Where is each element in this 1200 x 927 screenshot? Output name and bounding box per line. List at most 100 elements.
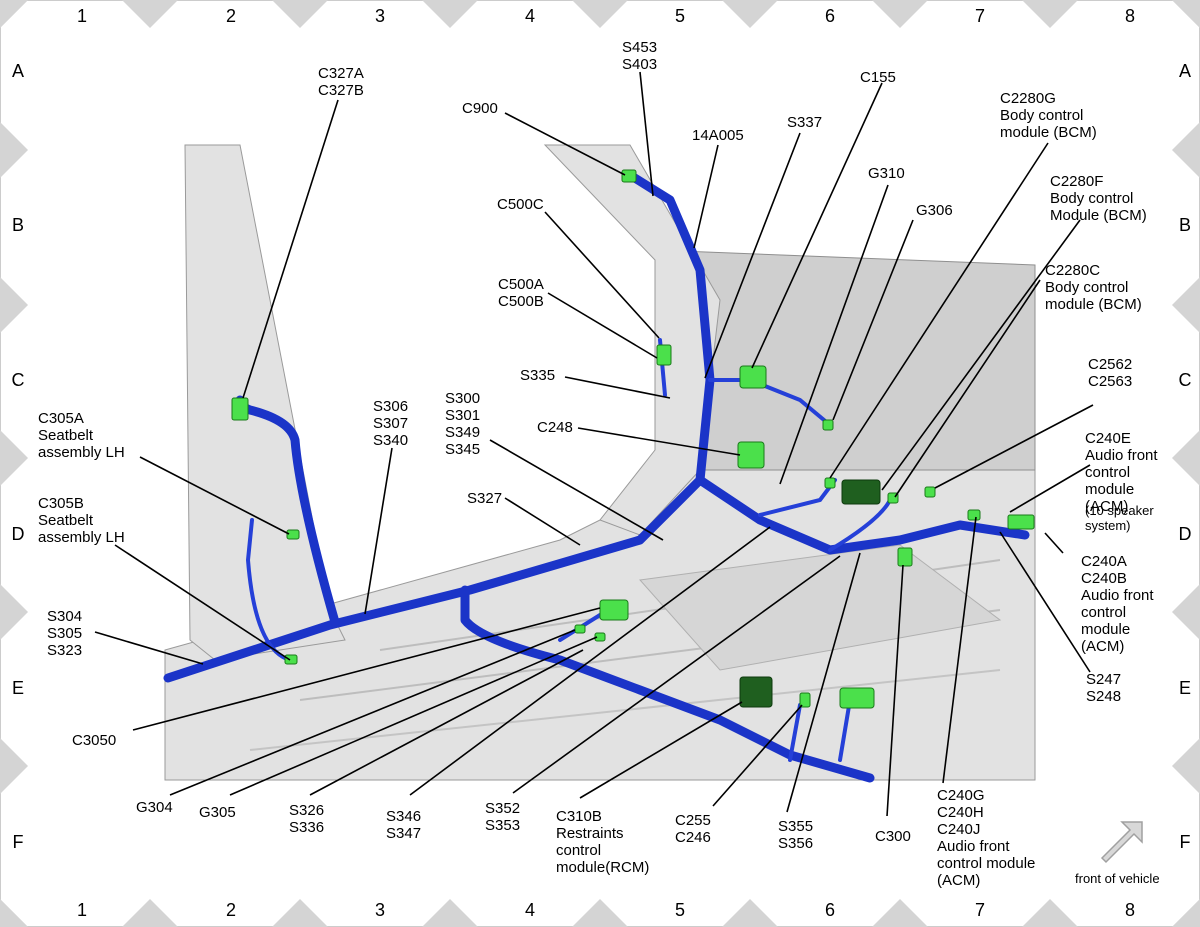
connector-c300 bbox=[897, 547, 913, 567]
grid-column-labels-top: 1 2 3 4 5 6 7 8 bbox=[77, 6, 1135, 26]
connectors bbox=[231, 169, 1035, 709]
label-s346: S346 S347 bbox=[386, 808, 425, 842]
grid-row-d-left: D bbox=[12, 524, 25, 544]
grid-row-c-left: C bbox=[12, 370, 25, 390]
label-c255: C255 C246 bbox=[675, 812, 715, 846]
label-c305b: C305B Seatbelt assembly LH bbox=[38, 495, 125, 546]
grid-row-b-left: B bbox=[12, 215, 24, 235]
grid-marker-left-0 bbox=[0, 0, 28, 28]
connector-c327 bbox=[231, 397, 249, 421]
grid-marker-left-6 bbox=[0, 899, 28, 927]
front-of-vehicle-arrow: front of vehicle bbox=[1075, 821, 1160, 886]
grid-col-7-bottom: 7 bbox=[975, 900, 985, 920]
grid-column-labels-bottom: 1 2 3 4 5 6 7 8 bbox=[77, 900, 1135, 920]
grid-marker-bottom-6 bbox=[872, 899, 928, 927]
label-c240a: C240A C240B Audio front control module (… bbox=[1081, 553, 1158, 655]
connector-g310 bbox=[822, 419, 834, 431]
grid-col-4-top: 4 bbox=[525, 6, 535, 26]
grid-row-c-right: C bbox=[1179, 370, 1192, 390]
label-c248: C248 bbox=[537, 419, 573, 436]
label-c900: C900 bbox=[462, 100, 498, 117]
connector-c248 bbox=[737, 441, 765, 469]
label-c500a: C500A C500B bbox=[498, 276, 547, 310]
grid-col-8-top: 8 bbox=[1125, 6, 1135, 26]
grid-marker-top-1 bbox=[122, 0, 178, 28]
grid-row-labels-right: A B C D E F bbox=[1179, 61, 1192, 852]
grid-row-f-left: F bbox=[13, 832, 24, 852]
grid-marker-top-3 bbox=[422, 0, 478, 28]
c-pillar-center bbox=[543, 144, 721, 536]
floor-pan-recess bbox=[639, 544, 1002, 671]
leader-lines bbox=[94, 71, 1094, 817]
label-s453: S453 S403 bbox=[622, 39, 661, 73]
grid-marker-bottom-3 bbox=[422, 899, 478, 927]
grid-row-e-left: E bbox=[12, 678, 24, 698]
label-g305: G305 bbox=[199, 804, 236, 821]
grid-marker-left-3 bbox=[0, 430, 28, 486]
grid-row-a-right: A bbox=[1179, 61, 1191, 81]
grid-marker-bottom-4 bbox=[572, 899, 628, 927]
grid-col-2-top: 2 bbox=[226, 6, 236, 26]
label-c310b: C310B Restraints control module(RCM) bbox=[556, 808, 649, 876]
grid-marker-top-2 bbox=[272, 0, 328, 28]
grid-marker-left-5 bbox=[0, 738, 28, 794]
connector-c155 bbox=[739, 365, 767, 389]
label-g310: G310 bbox=[868, 165, 905, 182]
grid-col-1-bottom: 1 bbox=[77, 900, 87, 920]
label-c327: C327A C327B bbox=[318, 65, 367, 99]
callout-labels: C327A C327B S453 S403 C900 14A005 S337 C… bbox=[38, 39, 1158, 889]
label-s306: S306 S307 S340 bbox=[373, 398, 412, 449]
grid-marker-right-0 bbox=[1172, 0, 1200, 28]
grid-marker-bottom-5 bbox=[722, 899, 778, 927]
connector-c255 bbox=[799, 692, 811, 708]
grid-col-8-bottom: 8 bbox=[1125, 900, 1135, 920]
label-c300: C300 bbox=[875, 828, 911, 845]
grid-marker-right-3 bbox=[1172, 430, 1200, 486]
connector-c3050 bbox=[599, 599, 629, 621]
grid-col-6-top: 6 bbox=[825, 6, 835, 26]
connector-c240e bbox=[1007, 514, 1035, 530]
label-s335: S335 bbox=[520, 367, 555, 384]
connector-c500a bbox=[656, 344, 672, 366]
grid-marker-bottom-7 bbox=[1022, 899, 1078, 927]
grid-marker-right-6 bbox=[1172, 899, 1200, 927]
grid-col-5-top: 5 bbox=[675, 6, 685, 26]
grid-row-labels-left: A B C D E F bbox=[12, 61, 25, 852]
connector-s355 bbox=[839, 687, 875, 709]
compass-caption: front of vehicle bbox=[1075, 871, 1160, 886]
connector-bcm bbox=[841, 479, 881, 505]
grid-marker-top-6 bbox=[872, 0, 928, 28]
label-s355: S355 S356 bbox=[778, 818, 817, 852]
grid-marker-left-4 bbox=[0, 584, 28, 640]
grid-col-7-top: 7 bbox=[975, 6, 985, 26]
grid-row-b-right: B bbox=[1179, 215, 1191, 235]
grid-marker-bottom-2 bbox=[272, 899, 328, 927]
grid-col-6-bottom: 6 bbox=[825, 900, 835, 920]
arrow-icon bbox=[1100, 821, 1143, 864]
label-c305a: C305A Seatbelt assembly LH bbox=[38, 410, 125, 461]
grid-row-e-right: E bbox=[1179, 678, 1191, 698]
label-g306: G306 bbox=[916, 202, 953, 219]
label-c155: C155 bbox=[860, 69, 896, 86]
connector-c900 bbox=[621, 169, 637, 183]
grid-marker-left-2 bbox=[0, 277, 28, 333]
connector-c305a bbox=[286, 529, 300, 540]
label-s326: S326 S336 bbox=[289, 802, 328, 836]
label-c500c: C500C bbox=[497, 196, 544, 213]
grid-marker-right-1 bbox=[1172, 122, 1200, 178]
b-pillar-left bbox=[184, 144, 346, 661]
grid-row-f-right: F bbox=[1180, 832, 1191, 852]
label-s304: S304 S305 S323 bbox=[47, 608, 86, 659]
connector-c305b bbox=[284, 654, 298, 665]
grid-marker-right-4 bbox=[1172, 584, 1200, 640]
label-s337: S337 bbox=[787, 114, 822, 131]
grid-row-a-left: A bbox=[12, 61, 24, 81]
grid-marker-right-5 bbox=[1172, 738, 1200, 794]
grid-marker-left-1 bbox=[0, 122, 28, 178]
grid-col-4-bottom: 4 bbox=[525, 900, 535, 920]
label-s247: S247 S248 bbox=[1086, 671, 1125, 705]
label-c2280c: C2280C Body control module (BCM) bbox=[1045, 262, 1142, 313]
grid-col-1-top: 1 bbox=[77, 6, 87, 26]
